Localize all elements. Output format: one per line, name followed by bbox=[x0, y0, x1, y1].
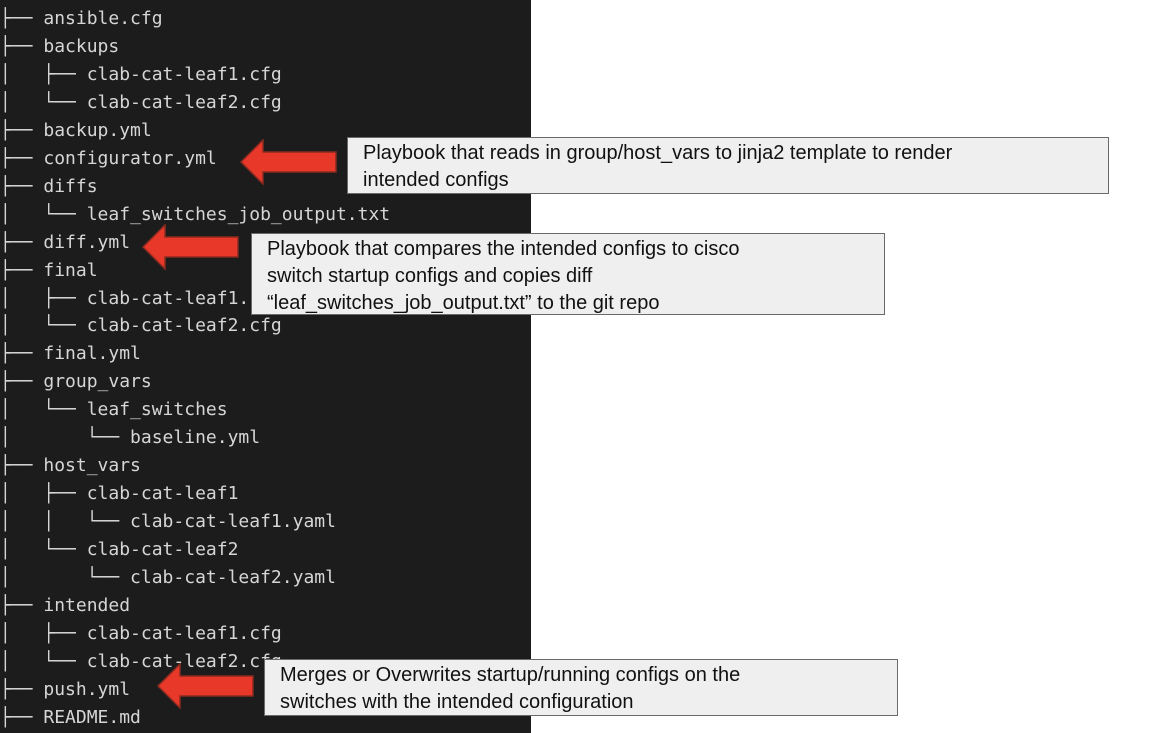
tree-branch-prefix: │ └── bbox=[0, 91, 87, 113]
tree-entry: │ └── clab-cat-leaf2.cfg bbox=[0, 89, 282, 117]
arrow-left-icon bbox=[141, 224, 239, 270]
tree-entry: │ └── clab-cat-leaf2.cfg bbox=[0, 648, 282, 676]
tree-branch-prefix: │ ├── bbox=[0, 622, 87, 644]
tree-branch-prefix: │ └── bbox=[0, 650, 87, 672]
tree-entry: ├── push.yml bbox=[0, 676, 130, 704]
tree-entry-name: clab-cat-leaf2.cfg bbox=[86, 91, 282, 113]
tree-branch-prefix: ├── bbox=[0, 259, 44, 281]
tree-entry: │ └── baseline.yml bbox=[0, 424, 260, 452]
tree-branch-prefix: │ └── bbox=[0, 399, 87, 421]
tree-entry-name: leaf_switches bbox=[86, 399, 228, 421]
tree-branch-prefix: ├── bbox=[0, 175, 44, 197]
tree-entry: ├── backups bbox=[0, 33, 119, 61]
tree-branch-prefix: ├── bbox=[0, 343, 44, 365]
tree-entry: │ ├── clab-cat-leaf1.cfg bbox=[0, 61, 282, 89]
tree-branch-prefix: │ └── bbox=[0, 203, 87, 225]
tree-entry: ├── final bbox=[0, 257, 98, 285]
tree-branch-prefix: ├── bbox=[0, 706, 44, 728]
tree-entry-name: README.md bbox=[43, 706, 141, 728]
tree-branch-prefix: │ │ └── bbox=[0, 511, 131, 533]
tree-entry: │ ├── clab-cat-leaf1 bbox=[0, 480, 238, 508]
tree-entry: ├── backup.yml bbox=[0, 117, 152, 145]
tree-entry-name: baseline.yml bbox=[130, 427, 261, 449]
tree-entry: ├── final.yml bbox=[0, 340, 141, 368]
tree-entry-name: diffs bbox=[43, 175, 98, 197]
tree-branch-prefix: │ └── bbox=[0, 567, 131, 588]
callout-push: Merges or Overwrites startup/running con… bbox=[264, 659, 898, 716]
tree-entry-name: push.yml bbox=[43, 678, 131, 700]
tree-entry-name: configurator.yml bbox=[43, 147, 217, 169]
tree-entry: ├── host_vars bbox=[0, 452, 141, 480]
tree-branch-prefix: │ ├── bbox=[0, 287, 87, 309]
tree-branch-prefix: ├── bbox=[0, 678, 44, 700]
tree-entry-name: clab-cat-leaf1.cfg bbox=[86, 287, 282, 309]
tree-branch-prefix: ├── bbox=[0, 371, 44, 393]
tree-entry-name: clab-cat-leaf2.cfg bbox=[86, 650, 282, 672]
tree-entry-name: clab-cat-leaf1.yaml bbox=[130, 511, 336, 533]
tree-entry-name: clab-cat-leaf2.yaml bbox=[130, 567, 336, 588]
tree-branch-prefix: │ └── bbox=[0, 315, 87, 337]
tree-entry-name: clab-cat-leaf1.cfg bbox=[86, 622, 282, 644]
callout-text-line: Playbook that compares the intended conf… bbox=[267, 238, 740, 260]
tree-branch-prefix: ├── bbox=[0, 119, 44, 141]
arrow-left-icon bbox=[239, 139, 337, 185]
tree-entry: ├── diffs bbox=[0, 173, 98, 201]
tree-entry: ├── group_vars bbox=[0, 368, 152, 396]
tree-entry: ├── configurator.yml bbox=[0, 145, 217, 173]
tree-entry: │ ├── clab-cat-leaf1.cfg bbox=[0, 620, 282, 648]
callout-configurator: Playbook that reads in group/host_vars t… bbox=[347, 137, 1109, 194]
tree-branch-prefix: │ └── bbox=[0, 427, 131, 449]
tree-entry-name: final.yml bbox=[43, 343, 141, 365]
tree-branch-prefix: ├── bbox=[0, 147, 44, 169]
tree-branch-prefix: ├── bbox=[0, 8, 44, 29]
tree-entry: ├── ansible.cfg bbox=[0, 5, 163, 33]
tree-entry: │ │ └── clab-cat-leaf1.yaml bbox=[0, 508, 336, 536]
tree-entry-name: backup.yml bbox=[43, 119, 152, 141]
tree-entry: │ └── clab-cat-leaf2.yaml bbox=[0, 564, 336, 592]
tree-entry: ├── diff.yml bbox=[0, 229, 130, 257]
tree-entry-name: intended bbox=[43, 594, 131, 616]
tree-branch-prefix: │ ├── bbox=[0, 483, 87, 505]
tree-branch-prefix: ├── bbox=[0, 455, 44, 477]
tree-entry: │ ├── clab-cat-leaf1.cfg bbox=[0, 285, 282, 313]
tree-entry: │ └── clab-cat-leaf2 bbox=[0, 536, 238, 564]
tree-entry-name: ansible.cfg bbox=[43, 8, 163, 29]
callout-text-line: Merges or Overwrites startup/running con… bbox=[280, 664, 741, 686]
tree-entry-name: group_vars bbox=[43, 371, 152, 393]
tree-entry-name: host_vars bbox=[43, 455, 141, 477]
terminal-window: ├── ansible.cfg├── backups│ ├── clab-cat… bbox=[0, 0, 531, 733]
tree-entry: ├── README.md bbox=[0, 704, 141, 732]
tree-entry: │ └── clab-cat-leaf2.cfg bbox=[0, 312, 282, 340]
tree-entry: │ └── leaf_switches bbox=[0, 396, 228, 424]
tree-branch-prefix: │ ├── bbox=[0, 63, 87, 85]
tree-entry-name: final bbox=[43, 259, 98, 281]
tree-entry-name: clab-cat-leaf1 bbox=[86, 483, 239, 505]
tree-entry: ├── intended bbox=[0, 592, 130, 620]
tree-entry-name: clab-cat-leaf2.cfg bbox=[86, 315, 282, 337]
callout-text-line: Playbook that reads in group/host_vars t… bbox=[363, 142, 953, 164]
tree-entry: │ └── leaf_switches_job_output.txt bbox=[0, 201, 390, 229]
callout-diff: Playbook that compares the intended conf… bbox=[251, 233, 885, 315]
tree-branch-prefix: ├── bbox=[0, 35, 44, 57]
arrow-left-icon bbox=[156, 663, 254, 709]
callout-text-line: intended configs bbox=[363, 169, 509, 191]
callout-text-line: switches with the intended configuration bbox=[280, 691, 634, 713]
tree-branch-prefix: ├── bbox=[0, 594, 44, 616]
tree-entry-name: diff.yml bbox=[43, 231, 131, 253]
tree-entry-name: clab-cat-leaf2 bbox=[86, 539, 239, 561]
tree-entry-name: leaf_switches_job_output.txt bbox=[86, 203, 391, 225]
tree-branch-prefix: │ └── bbox=[0, 539, 87, 561]
tree-entry-name: clab-cat-leaf1.cfg bbox=[86, 63, 282, 85]
callout-text-line: “leaf_switches_job_output.txt” to the gi… bbox=[267, 292, 660, 314]
tree-branch-prefix: ├── bbox=[0, 231, 44, 253]
callout-text-line: switch startup configs and copies diff bbox=[267, 265, 593, 287]
tree-entry-name: backups bbox=[43, 35, 120, 57]
